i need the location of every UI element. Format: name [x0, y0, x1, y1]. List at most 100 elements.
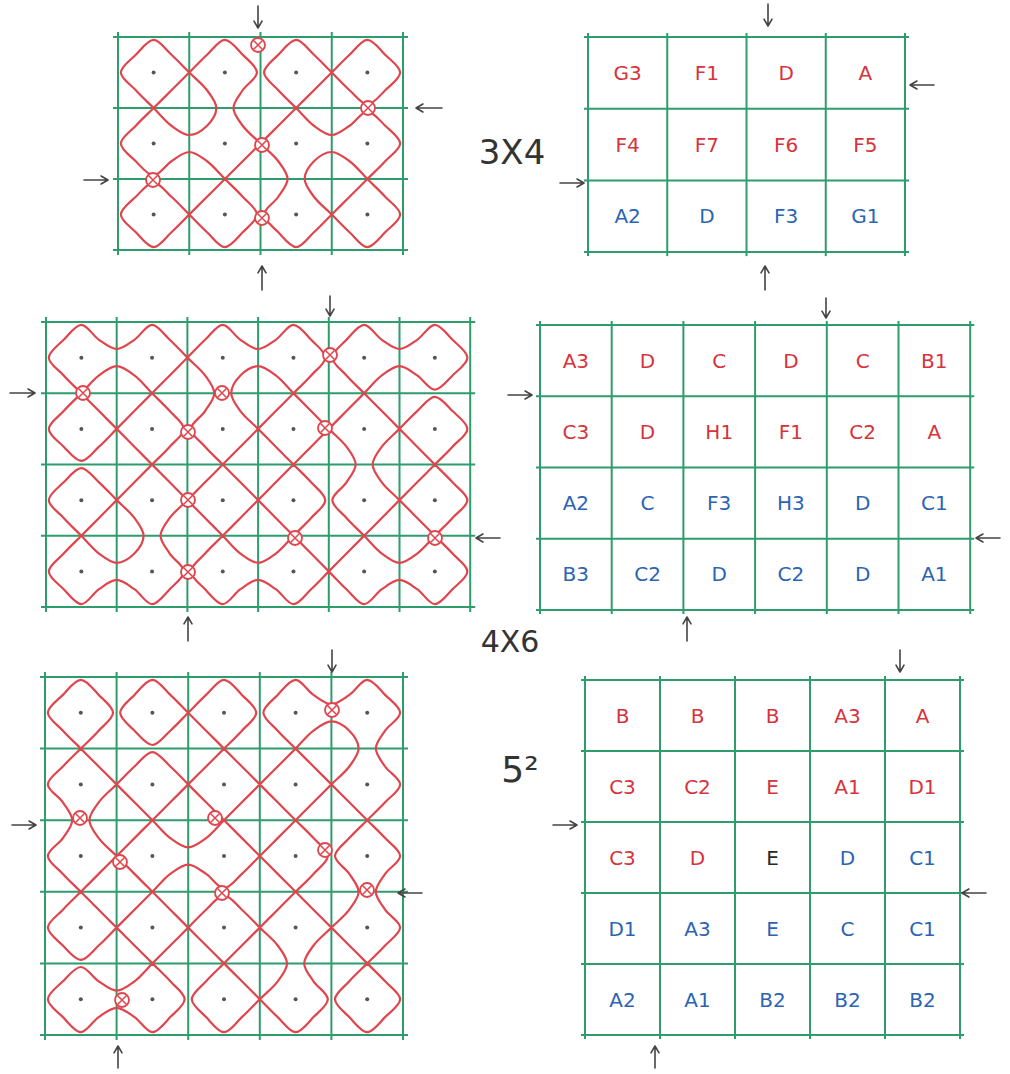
- kolam-curve: [89, 680, 400, 1032]
- mark-circle: [215, 386, 229, 400]
- direction-arrow: [508, 391, 532, 399]
- grid-line: [959, 676, 961, 1039]
- crossing-mark: [73, 811, 87, 825]
- direction-arrow: [976, 534, 1000, 542]
- grid-dot: [294, 711, 298, 715]
- grid-dot: [223, 213, 227, 217]
- mark-cross: [116, 858, 125, 867]
- table-cell: E: [735, 893, 810, 964]
- table-cell: C2: [827, 396, 899, 467]
- grid-line: [117, 32, 119, 255]
- grid-line: [581, 821, 964, 823]
- table-cell: D: [747, 37, 826, 109]
- grid-dot: [79, 997, 83, 1001]
- grid-dot: [365, 213, 369, 217]
- grid-dot: [79, 356, 83, 360]
- grid-dot: [152, 213, 156, 217]
- table-cell: C1: [899, 468, 971, 539]
- mark-circle: [318, 843, 332, 857]
- direction-arrow: [761, 266, 769, 290]
- crossing-mark: [215, 386, 229, 400]
- table-cell: A: [885, 680, 960, 751]
- crossing-mark: [288, 531, 302, 545]
- crossing-mark: [251, 38, 265, 52]
- crossing-mark: [115, 993, 129, 1007]
- grid-line: [581, 679, 964, 681]
- mark-cross: [76, 814, 85, 823]
- grid-line: [581, 1034, 964, 1036]
- crossing-mark: [323, 348, 337, 362]
- table-cell: A: [899, 396, 971, 467]
- grid-dot: [362, 498, 366, 502]
- mark-cross: [184, 428, 193, 437]
- grid-dot: [150, 427, 154, 431]
- table-cell: A2: [540, 468, 612, 539]
- mark-circle: [208, 811, 222, 825]
- grid-line: [581, 963, 964, 965]
- grid-dot: [222, 854, 226, 858]
- table-cell: E: [735, 751, 810, 822]
- grid-dot: [221, 569, 225, 573]
- crossing-mark: [76, 386, 90, 400]
- table-cell: E: [735, 822, 810, 893]
- table-cell: C3: [540, 396, 612, 467]
- table-cell: B2: [810, 964, 885, 1035]
- direction-arrow: [114, 1046, 122, 1068]
- grid-line: [584, 179, 909, 181]
- direction-arrow: [254, 6, 262, 28]
- table-cell: A3: [810, 680, 885, 751]
- grid-line: [904, 33, 906, 256]
- table-cell: H3: [755, 468, 827, 539]
- direction-arrow: [822, 298, 830, 318]
- grid-dot: [365, 142, 369, 146]
- crossing-mark: [360, 883, 374, 897]
- grid-dot: [222, 711, 226, 715]
- table-cell: A1: [660, 964, 735, 1035]
- direction-arrow: [764, 4, 772, 26]
- table-cell: A: [826, 37, 905, 109]
- table-cell: G1: [826, 180, 905, 252]
- table-cell: D: [810, 822, 885, 893]
- table-cell: D: [612, 325, 684, 396]
- kolam-curve: [305, 152, 400, 247]
- table-cell: B: [660, 680, 735, 751]
- grid-line: [41, 321, 475, 323]
- grid-dot: [223, 142, 227, 146]
- table-cell: C3: [585, 751, 660, 822]
- direction-arrow: [398, 889, 422, 897]
- direction-arrow: [258, 266, 266, 290]
- mark-cross: [291, 534, 300, 543]
- crossing-mark: [181, 565, 195, 579]
- direction-arrow: [651, 1046, 659, 1068]
- mark-circle: [323, 348, 337, 362]
- grid-dot: [433, 569, 437, 573]
- mark-circle: [215, 886, 229, 900]
- grid-line: [659, 676, 661, 1039]
- mark-cross: [321, 846, 330, 855]
- size-label: 4X6: [481, 627, 540, 657]
- crossing-mark: [208, 811, 222, 825]
- mark-circle: [361, 101, 375, 115]
- grid-dot: [152, 142, 156, 146]
- mark-cross: [118, 996, 127, 1005]
- table-cell: C: [683, 325, 755, 396]
- kolam-curve: [121, 40, 400, 247]
- direction-arrow: [683, 617, 691, 641]
- grid-line: [402, 32, 404, 255]
- direction-arrow: [326, 296, 334, 316]
- grid-dot: [433, 498, 437, 502]
- grid-dot: [294, 213, 298, 217]
- grid-dot: [222, 782, 226, 786]
- table-cell: F3: [747, 180, 826, 252]
- grid-line: [40, 676, 408, 678]
- grid-dot: [222, 997, 226, 1001]
- grid-line: [41, 535, 475, 537]
- grid-line: [584, 108, 909, 110]
- table-cell: A3: [540, 325, 612, 396]
- mark-circle: [76, 386, 90, 400]
- grid-line: [188, 32, 190, 255]
- direction-arrow: [910, 81, 934, 89]
- grid-line: [734, 676, 736, 1039]
- grid-dot: [365, 926, 369, 930]
- grid-line: [584, 251, 909, 253]
